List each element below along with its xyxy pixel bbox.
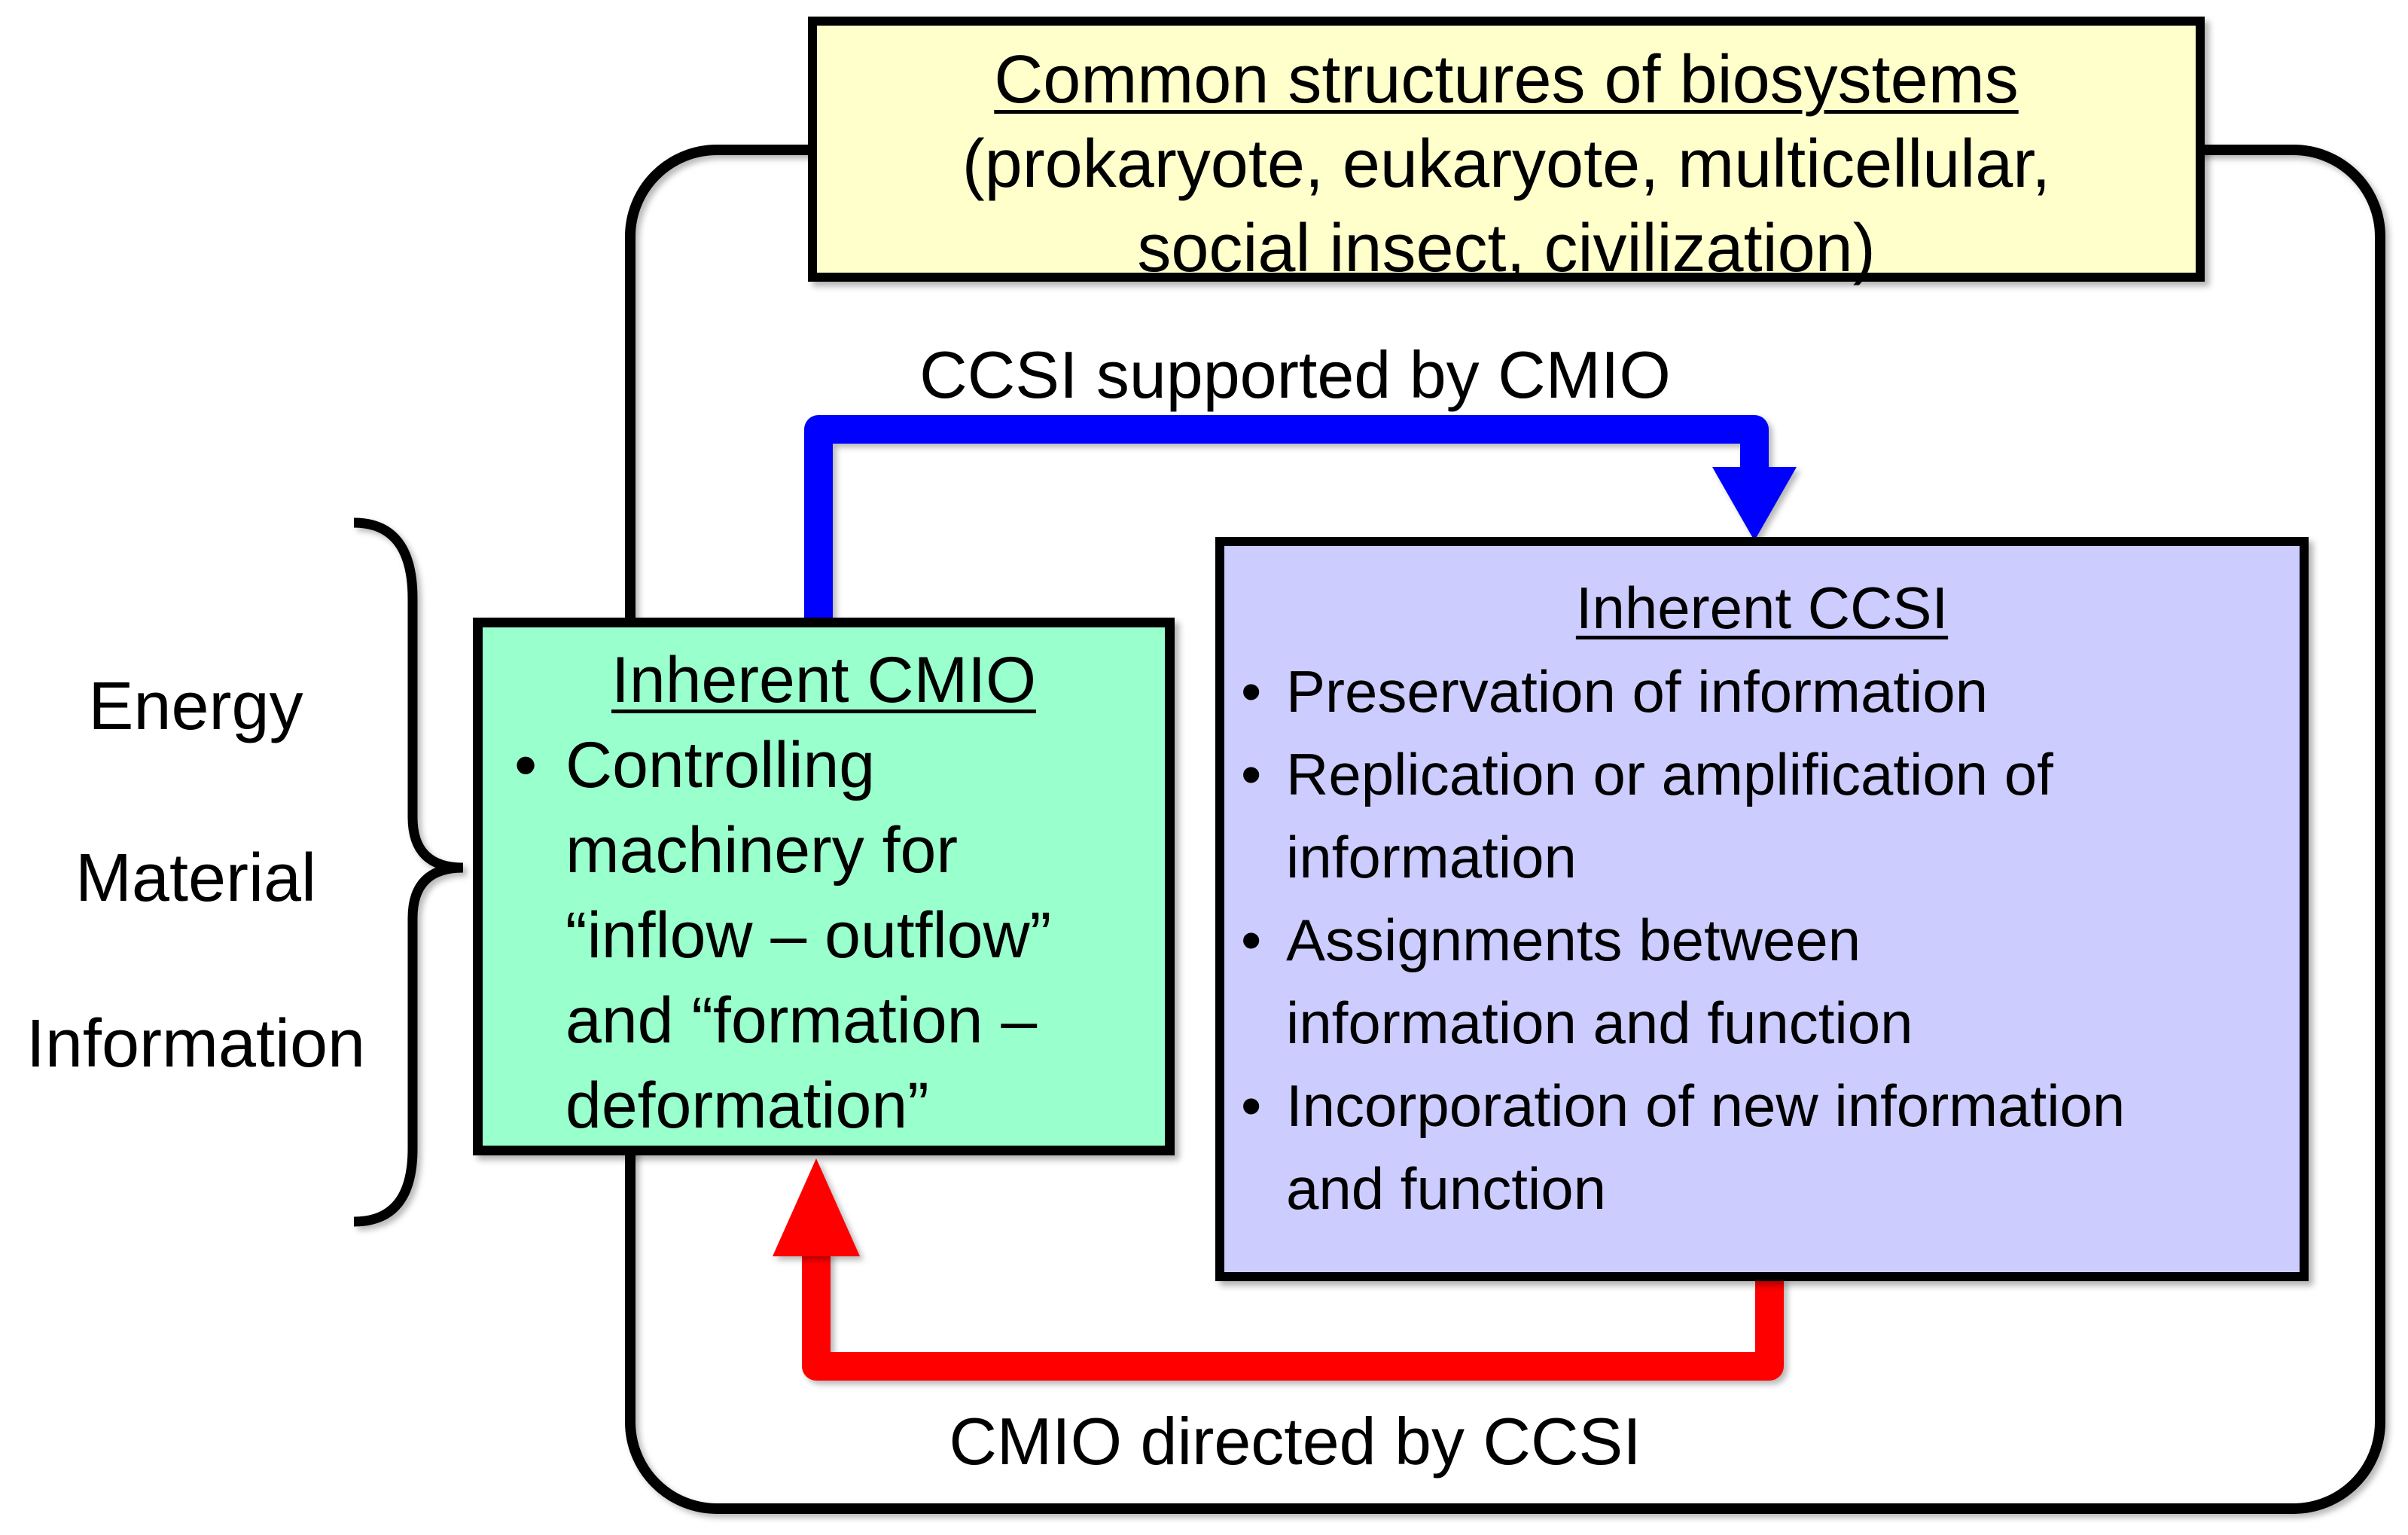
ccsi-bullet-line: Preservation of information (1286, 658, 1989, 725)
input-label-information: Information (26, 1006, 366, 1082)
ccsi-bullet-line: Assignments between (1286, 907, 1861, 973)
cmio-box-title: Inherent CMIO (611, 644, 1036, 716)
cmio-directed-arrow-icon (773, 1158, 1784, 1381)
ccsi-bullet-item: • Assignments between information and fu… (1224, 899, 2300, 1064)
bullet-icon: • (514, 729, 538, 801)
cmio-directed-arrowhead (773, 1158, 860, 1256)
input-label-material: Material (75, 841, 317, 916)
biosystems-box: Common structures of biosystems (prokary… (808, 17, 2205, 286)
ccsi-bullet-line: and function (1286, 1155, 1607, 1222)
bullet-icon: • (1241, 741, 1262, 807)
cmio-bullet-line: “inflow – outflow” (565, 899, 1052, 972)
ccsi-bullet-item: • Preservation of information (1224, 650, 2300, 733)
bullet-icon: • (1241, 658, 1262, 725)
ccsi-bullet-item: • Incorporation of new information and f… (1224, 1064, 2300, 1230)
cmio-bullet-line: deformation” (565, 1070, 929, 1142)
ccsi-bullet-line: information (1286, 824, 1577, 890)
ccsi-box: Inherent CCSI • Preservation of informat… (1215, 537, 2309, 1281)
ccsi-supported-arrow-icon (804, 415, 1797, 628)
ccsi-bullet-line: Replication or amplification of (1286, 741, 2053, 807)
cmio-bullet-line: Controlling (565, 729, 876, 801)
ccsi-supported-label: CCSI supported by CMIO (919, 337, 1671, 412)
cmio-box: Inherent CMIO • Controlling machinery fo… (473, 618, 1175, 1155)
input-label-energy: Energy (88, 669, 303, 744)
biosystems-box-subtitle-line: social insect, civilization) (1137, 211, 1876, 286)
biosystems-box-subtitle-line: (prokaryote, eukaryote, multicellular, (962, 127, 2051, 202)
ccsi-supported-arrowhead (1712, 467, 1797, 541)
biosystems-box-title: Common structures of biosystems (994, 42, 2019, 117)
cmio-directed-label: CMIO directed by CCSI (949, 1404, 1641, 1479)
ccsi-box-title: Inherent CCSI (1575, 575, 1949, 641)
inputs-brace-icon (353, 517, 464, 1227)
cmio-bullet-item: • Controlling machinery for “inflow – ou… (483, 723, 1165, 1149)
ccsi-supported-arrow-shaft (804, 415, 1769, 628)
bullet-icon: • (1241, 1073, 1262, 1139)
ccsi-bullet-line: information and function (1286, 990, 1913, 1056)
bullet-icon: • (1241, 907, 1262, 973)
ccsi-bullet-line: Incorporation of new information (1286, 1073, 2126, 1139)
cmio-bullet-line: and “formation – (565, 984, 1038, 1057)
ccsi-bullet-item: • Replication or amplification of inform… (1224, 733, 2300, 899)
cmio-directed-arrow-shaft (802, 1252, 1784, 1381)
cmio-bullet-line: machinery for (565, 814, 958, 887)
